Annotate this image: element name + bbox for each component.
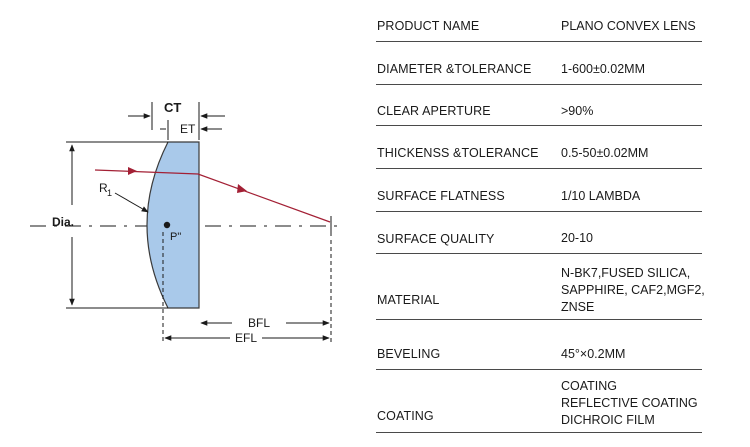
spec-row: DIAMETER &TOLERANCE 1-600±0.02MM — [376, 41, 702, 85]
plano-convex-lens — [146, 141, 200, 309]
spec-label: DIAMETER &TOLERANCE — [377, 62, 532, 76]
spec-value: 1/10 LAMBDA — [561, 188, 640, 205]
spec-value-line: 45°×0.2MM — [561, 347, 626, 361]
ray-arrow-1 — [128, 167, 137, 175]
spec-label: PRODUCT NAME — [377, 19, 480, 33]
spec-row: COATING COATING REFLECTIVE COATING DICHR… — [376, 369, 702, 433]
spec-value: >90% — [561, 103, 593, 120]
spec-value-line: SAPPHIRE, CAF2,MGF2, — [561, 283, 705, 297]
spec-value-line: DICHROIC FILM — [561, 413, 655, 427]
spec-value: 45°×0.2MM — [561, 346, 625, 363]
spec-label: MATERIAL — [377, 293, 440, 307]
spec-row: SURFACE FLATNESS 1/10 LAMBDA — [376, 168, 702, 212]
light-ray — [94, 169, 331, 223]
spec-label: THICKENSS &TOLERANCE — [377, 146, 539, 160]
spec-value-line: 1-600±0.02MM — [561, 62, 645, 76]
spec-row: CLEAR APERTURE >90% — [376, 84, 702, 126]
spec-label: COATING — [377, 409, 434, 423]
principal-point-label: P" — [170, 231, 181, 243]
spec-value-line: >90% — [561, 104, 594, 118]
spec-row: SURFACE QUALITY 20-10 — [376, 211, 702, 254]
spec-label: CLEAR APERTURE — [377, 104, 491, 118]
spec-value-line: COATING — [561, 379, 618, 393]
spec-row: MATERIAL N-BK7,FUSED SILICA, SAPPHIRE, C… — [376, 253, 705, 320]
efl-label: EFL — [235, 331, 257, 345]
spec-value-line: 20-10 — [561, 231, 593, 245]
r1-leader — [114, 192, 149, 213]
spec-label: SURFACE FLATNESS — [377, 189, 505, 203]
spec-value-line: ZNSE — [561, 300, 595, 314]
spec-value: N-BK7,FUSED SILICA, SAPPHIRE, CAF2,MGF2,… — [561, 265, 705, 316]
dia-label: Dia. — [52, 215, 74, 229]
r1-subscript: 1 — [107, 188, 112, 198]
spec-value: 20-10 — [561, 230, 593, 247]
spec-value-line: PLANO CONVEX LENS — [561, 19, 696, 33]
et-label: ET — [180, 122, 196, 136]
spec-value: 0.5-50±0.02MM — [561, 145, 648, 162]
spec-label: BEVELING — [377, 347, 441, 361]
spec-value-line: 1/10 LAMBDA — [561, 189, 641, 203]
spec-row: PRODUCT NAME PLANO CONVEX LENS — [376, 0, 702, 42]
spec-value: PLANO CONVEX LENS — [561, 18, 696, 35]
spec-value-line: 0.5-50±0.02MM — [561, 146, 649, 160]
ct-label: CT — [164, 100, 181, 115]
spec-value: COATING REFLECTIVE COATING DICHROIC FILM — [561, 378, 698, 429]
spec-value-line: N-BK7,FUSED SILICA, — [561, 266, 691, 280]
spec-row: THICKENSS &TOLERANCE 0.5-50±0.02MM — [376, 125, 702, 169]
ray-arrow-2 — [237, 184, 247, 193]
bfl-label: BFL — [248, 316, 270, 330]
lens-diagram: CT ET R 1 Dia. P" BFL EFL — [30, 100, 345, 345]
spec-value-line: REFLECTIVE COATING — [561, 396, 698, 410]
r1-label: R — [99, 181, 108, 195]
principal-point — [163, 221, 171, 229]
spec-value: 1-600±0.02MM — [561, 61, 645, 78]
spec-row: BEVELING 45°×0.2MM — [376, 319, 702, 370]
spec-label: SURFACE QUALITY — [377, 232, 495, 246]
